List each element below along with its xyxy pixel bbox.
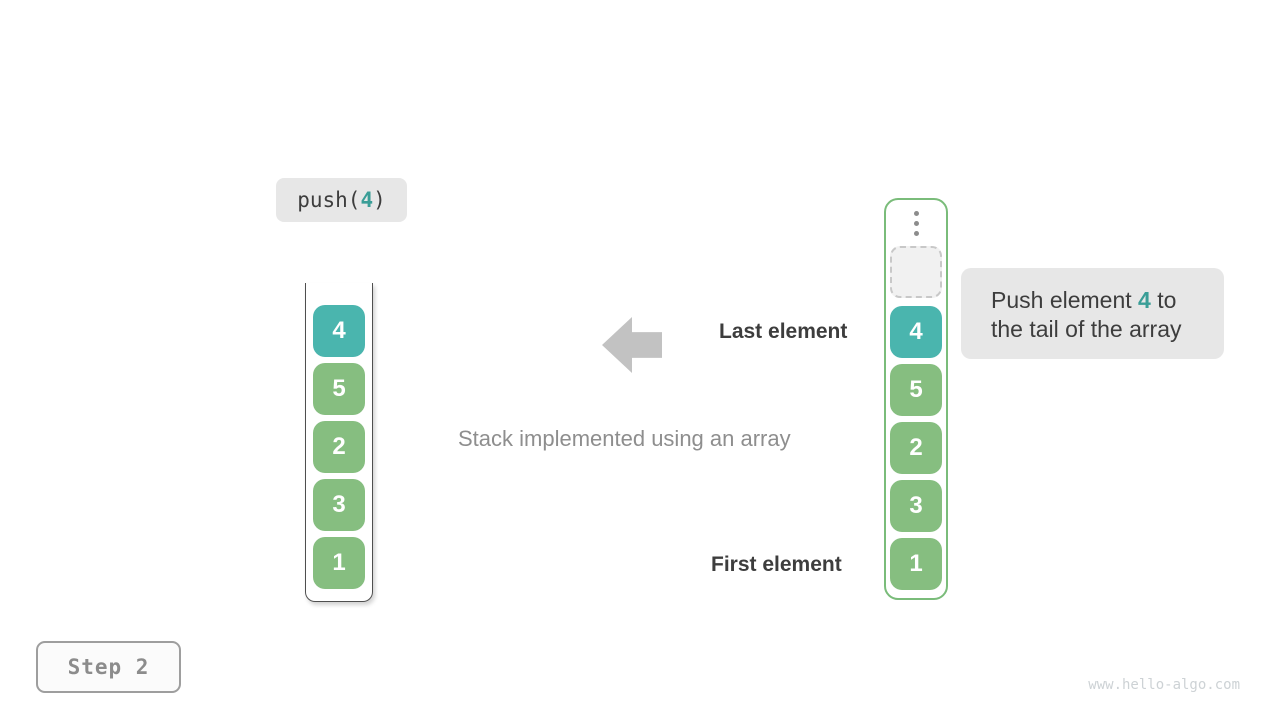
annotation-text: to — [1150, 287, 1177, 313]
stack-element-1: 1 — [890, 538, 942, 590]
last-element-label: Last element — [719, 320, 848, 343]
empty-array-slot — [890, 246, 942, 298]
stack-element-4: 4 — [313, 305, 365, 357]
push-call-suffix: ) — [373, 188, 386, 212]
stack-element-3: 3 — [313, 479, 365, 531]
array-container: 4 5 2 3 1 — [884, 198, 948, 600]
stack-element-2: 2 — [890, 422, 942, 474]
annotation-highlight: 4 — [1138, 287, 1151, 313]
diagram-caption: Stack implemented using an array — [458, 426, 791, 451]
step-badge: Step 2 — [36, 641, 181, 693]
stack-element-2: 2 — [313, 421, 365, 473]
annotation-text: Push element — [991, 287, 1139, 313]
stack-element-1: 1 — [313, 537, 365, 589]
annotation-box: Push element 4 to the tail of the array — [961, 268, 1224, 359]
stack-element-5: 5 — [890, 364, 942, 416]
push-operation-badge: push(4) — [276, 178, 407, 222]
stack-container: 4 5 2 3 1 — [305, 283, 373, 602]
stack-element-4: 4 — [890, 306, 942, 358]
stack-element-3: 3 — [890, 480, 942, 532]
stack-element-5: 5 — [313, 363, 365, 415]
first-element-label: First element — [711, 553, 842, 576]
push-call-prefix: push( — [297, 188, 361, 212]
annotation-line-2: the tail of the array — [991, 316, 1182, 342]
push-argument: 4 — [360, 188, 374, 212]
left-arrow-icon — [602, 317, 662, 373]
ellipsis-icon — [913, 211, 919, 236]
watermark: www.hello-algo.com — [1088, 677, 1240, 693]
annotation-line-1: Push element 4 to — [991, 286, 1224, 315]
